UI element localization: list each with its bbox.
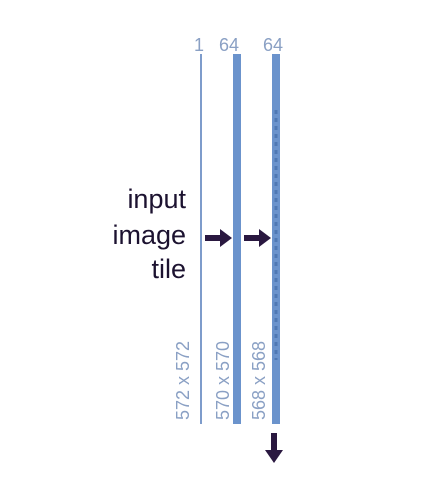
- size-label-conv2: 568 x 568: [249, 340, 269, 420]
- arrow-right-icon: [244, 229, 271, 247]
- arrow-right-icon: [205, 229, 232, 247]
- channel-label-input: 1: [194, 35, 205, 55]
- size-label-conv1: 570 x 570: [213, 340, 233, 420]
- channel-label-conv2: 64: [263, 35, 284, 55]
- input-tile-bar: [200, 54, 202, 424]
- input-label-line-1: input: [127, 184, 186, 214]
- input-label-line-3: tile: [151, 254, 186, 284]
- channel-label-conv1: 64: [219, 35, 240, 55]
- arrow-down-icon: [265, 433, 283, 463]
- feature-map-texture: [274, 110, 278, 360]
- input-label-line-2: image: [112, 220, 186, 250]
- size-label-input: 572 x 572: [173, 340, 193, 420]
- feature-map-bar-1: [233, 54, 241, 424]
